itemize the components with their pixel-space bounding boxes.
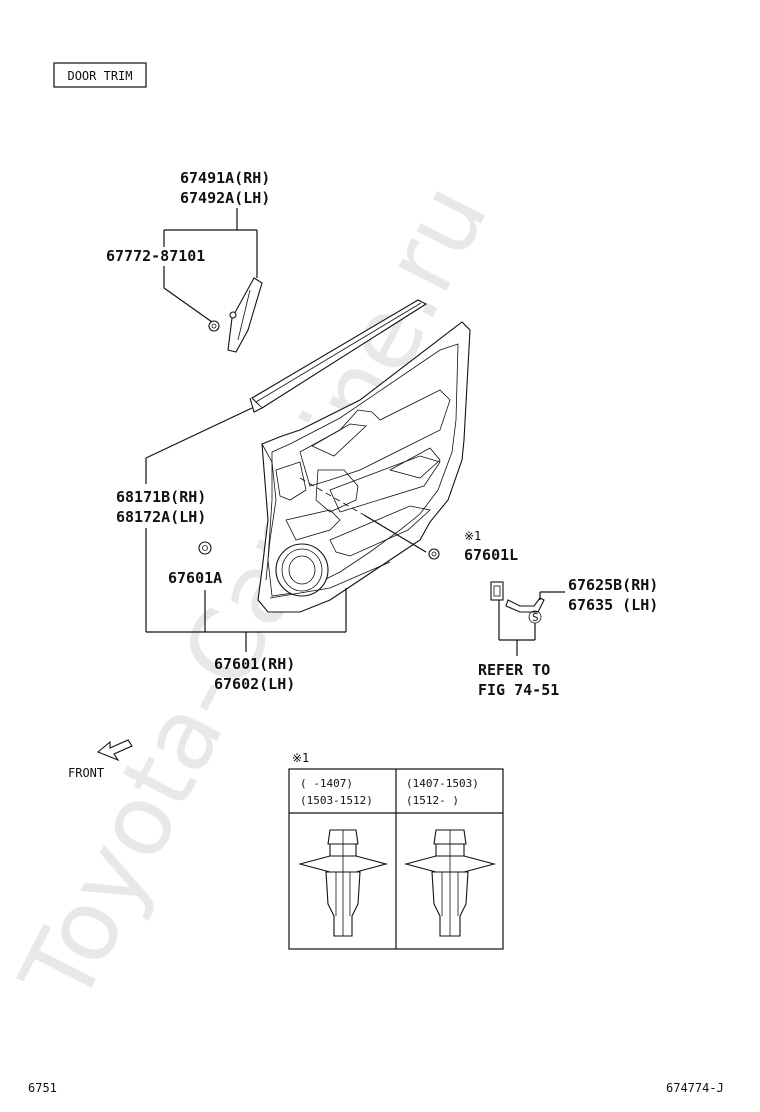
leader-refer: [498, 600, 536, 656]
label-67601l: 67601L: [464, 546, 518, 564]
clip-drawing-1: [297, 829, 389, 937]
label-67601: 67601(RH): [214, 655, 295, 673]
table-col2-line1: (1407-1503): [406, 777, 479, 790]
front-label: FRONT: [68, 766, 104, 780]
section-title: DOOR TRIM: [67, 69, 132, 83]
label-68171b: 68171B(RH): [116, 488, 206, 506]
leader-lines-main: [145, 407, 427, 652]
front-arrow-icon: [96, 739, 133, 762]
label-67625b: 67625B(RH): [568, 576, 658, 594]
table-col1-line2: (1503-1512): [300, 794, 373, 807]
label-refer-to: REFER TO: [478, 661, 550, 679]
label-67491a: 67491A(RH): [180, 169, 270, 187]
label-68172a: 68172A(LH): [116, 508, 206, 526]
clip-drawing-2: [403, 829, 497, 937]
note-mark: ※1: [464, 529, 481, 543]
corner-garnish: [227, 277, 263, 353]
leader-lines-upper: [163, 208, 258, 323]
footer-page-code: 6751: [28, 1081, 57, 1095]
clip-67601l: [428, 548, 440, 560]
label-67602: 67602(LH): [214, 675, 295, 693]
table-note-mark: ※1: [292, 751, 309, 765]
clip-67601a: [198, 541, 212, 555]
label-67492a: 67492A(LH): [180, 189, 270, 207]
label-67772: 67772-87101: [106, 247, 205, 265]
table-col2-line2: (1512- ): [406, 794, 459, 807]
belt-moulding: [249, 299, 428, 413]
footer-figure-code: 674774-J: [666, 1081, 724, 1095]
section-header: DOOR TRIM: [53, 62, 147, 88]
clip-67772: [208, 320, 220, 332]
label-67601a: 67601A: [168, 569, 222, 587]
s-mark: S: [532, 611, 539, 624]
label-67635: 67635 (LH): [568, 596, 658, 614]
door-trim-panel: [257, 321, 471, 613]
bracket-67625b: S: [490, 581, 565, 624]
label-fig: FIG 74-51: [478, 681, 559, 699]
table-col1-line1: ( -1407): [300, 777, 353, 790]
